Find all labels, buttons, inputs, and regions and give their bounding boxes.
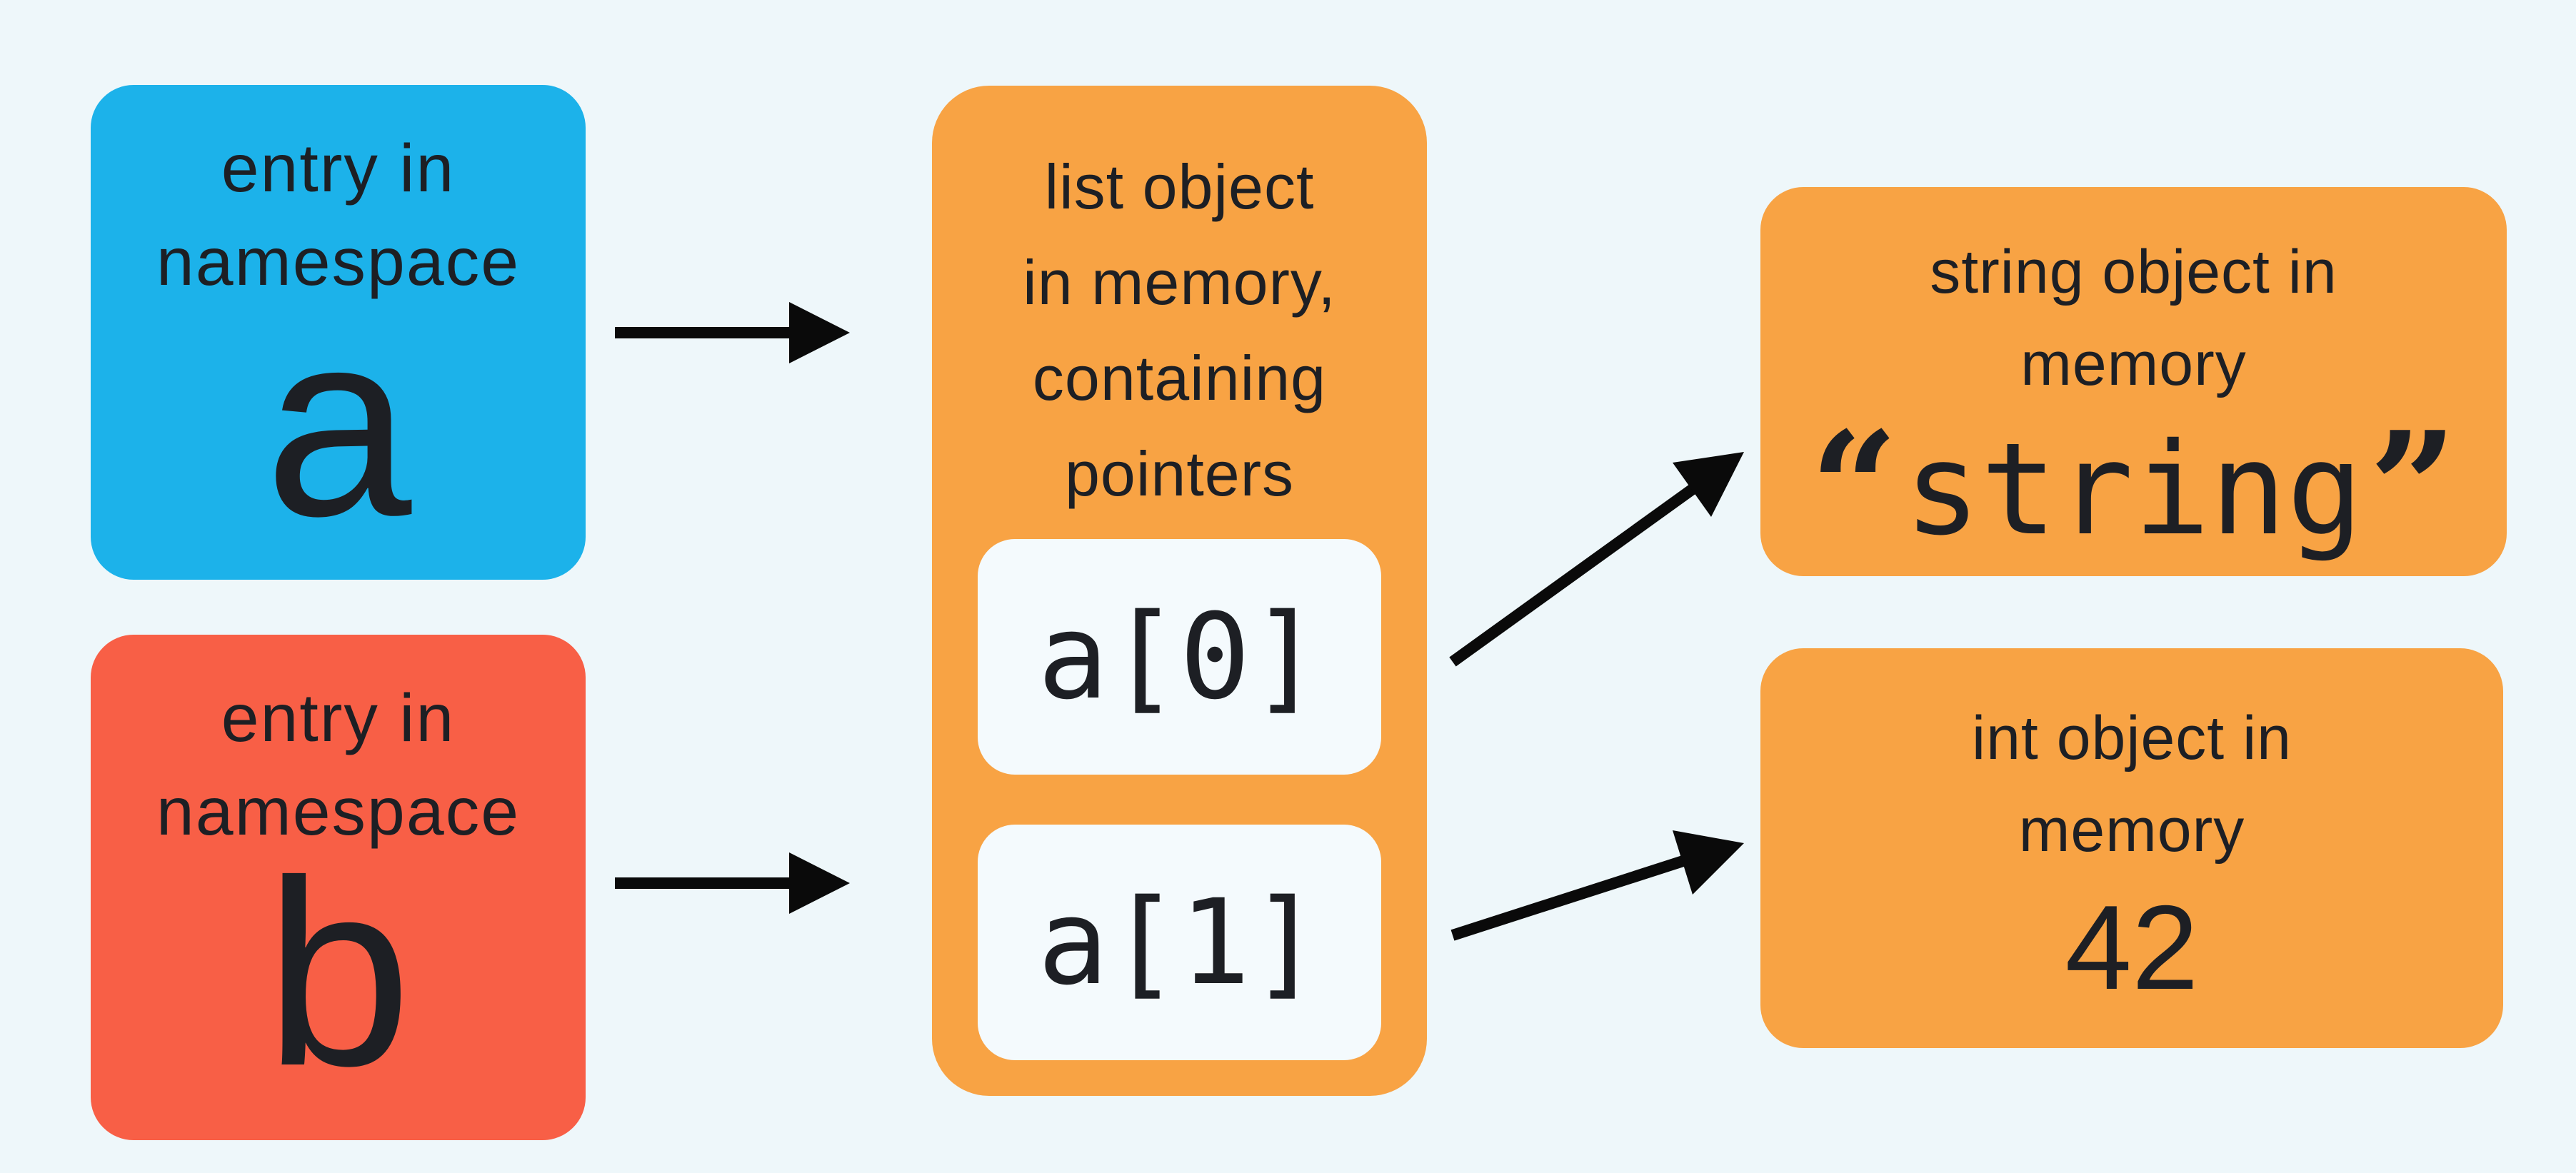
- arrow-head: [1673, 452, 1744, 517]
- list-slot-a0-label: a[0]: [1037, 588, 1322, 725]
- arrow-a0-to-string: [1449, 452, 1744, 667]
- close-quote-glyph: ”: [2369, 397, 2457, 578]
- namespace-b-box: entry in namespace b: [91, 635, 586, 1140]
- list-slot-a0: a[0]: [978, 539, 1381, 775]
- arrow-head: [789, 302, 850, 363]
- namespace-b-label-line-2: namespace: [156, 774, 521, 850]
- namespace-b-name: b: [264, 826, 412, 1121]
- namespace-a-label-line-1: entry in: [221, 131, 456, 206]
- namespace-a-name: a: [264, 276, 412, 571]
- arrow-head: [789, 852, 850, 914]
- string-object-label-line-2: memory: [2020, 330, 2247, 398]
- list-object-label-line-2: in memory,: [1023, 247, 1336, 318]
- int-object-label-line-1: int object in: [1971, 704, 2292, 772]
- arrow-a1-to-int: [1450, 830, 1744, 941]
- list-object-label-line-4: pointers: [1064, 438, 1295, 509]
- namespace-a-box: entry in namespace a: [91, 85, 586, 580]
- int-value: 42: [2065, 880, 2199, 1015]
- arrow-a-to-list: [615, 302, 850, 363]
- open-quote-glyph: “: [1810, 397, 1898, 578]
- arrow-head: [1673, 830, 1744, 895]
- list-slot-a1-label: a[1]: [1037, 873, 1322, 1011]
- namespace-b-label-line-1: entry in: [221, 680, 456, 756]
- int-object-label-line-2: memory: [2018, 796, 2245, 865]
- list-slot-a1: a[1]: [978, 825, 1381, 1060]
- list-object-label-line-3: containing: [1032, 343, 1327, 413]
- string-value: string: [1904, 416, 2363, 563]
- arrow-shaft: [1450, 854, 1690, 941]
- string-value-row: “ string ”: [1810, 411, 2457, 577]
- list-object-label-line-1: list object: [1044, 151, 1315, 222]
- arrow-b-to-list: [615, 852, 850, 914]
- string-object-label-line-1: string object in: [1930, 238, 2337, 306]
- list-object-box: list object in memory, containing pointe…: [932, 86, 1427, 1096]
- int-object-box: int object in memory 42: [1760, 648, 2503, 1048]
- arrow-shaft: [1449, 480, 1701, 667]
- namespace-a-label-line-2: namespace: [156, 224, 521, 300]
- string-object-box: string object in memory “ string ”: [1760, 187, 2507, 576]
